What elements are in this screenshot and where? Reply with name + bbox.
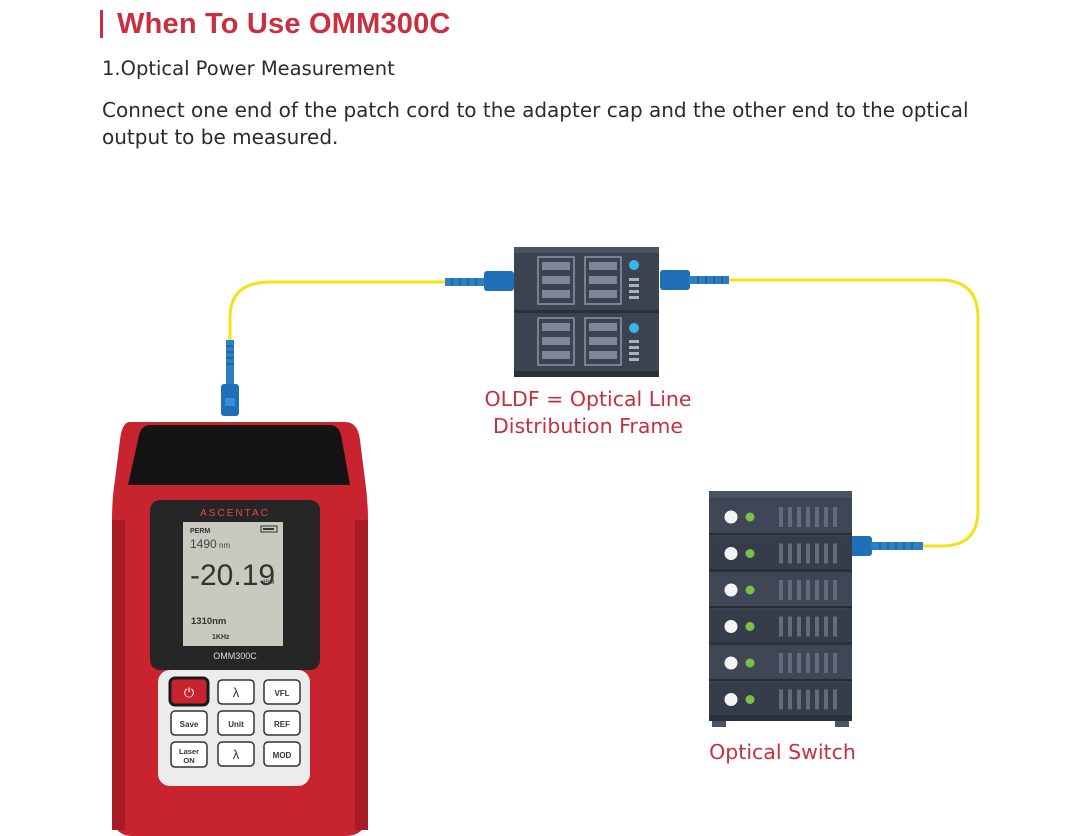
- lcd-wavelength-bottom: 1310nm: [191, 616, 226, 627]
- ref-key: [263, 710, 301, 736]
- lcd-mode: PERM: [190, 528, 210, 535]
- unit-key: [217, 710, 255, 736]
- optical-multimeter-icon: ASCENTAC PERM 1490 nm -20.19 dBM 1310nm …: [112, 422, 368, 836]
- fiber-cable-meter-oldf: [228, 280, 450, 345]
- section-subtitle: 1.Optical Power Measurement: [102, 57, 395, 80]
- section-heading: When To Use OMM300C: [100, 4, 451, 44]
- lcd-modulation: 1KHz: [212, 634, 230, 641]
- meter-brand: ASCENTAC: [200, 508, 270, 519]
- svg-text:Unit: Unit: [228, 720, 244, 729]
- svg-text:REF: REF: [274, 720, 290, 729]
- switch-unit: [709, 536, 852, 572]
- fiber-cable-oldf-switch: [728, 278, 980, 548]
- optical-switch-label: Optical Switch: [709, 740, 856, 764]
- svg-text:λ: λ: [233, 685, 240, 700]
- svg-text:λ: λ: [233, 747, 240, 762]
- svg-text:MOD: MOD: [273, 751, 292, 760]
- save-key: [170, 710, 208, 736]
- oldf-label-line1: OLDF = Optical Line: [484, 387, 692, 411]
- heading-accent-bar: [100, 10, 103, 38]
- fiber-connector-icon: [660, 270, 729, 290]
- fiber-connector-icon: [221, 340, 239, 416]
- lambda-key-2: [217, 741, 255, 767]
- page-title: When To Use OMM300C: [117, 7, 451, 40]
- laser-on-key: [170, 741, 208, 768]
- vfl-key: [263, 679, 301, 705]
- mod-key: [263, 741, 301, 767]
- meter-model: OMM300C: [213, 651, 257, 661]
- svg-text:VFL: VFL: [274, 689, 289, 698]
- lcd-power-unit: dBM: [262, 580, 274, 586]
- oldf-label-line2: Distribution Frame: [493, 414, 683, 438]
- switch-unit: [709, 646, 852, 681]
- oldf-label: OLDF = Optical Line Distribution Frame: [460, 386, 716, 440]
- lcd-power-reading: -20.19: [190, 559, 275, 592]
- svg-text:⏻: ⏻: [184, 685, 194, 700]
- switch-unit: [709, 682, 852, 718]
- meter-keypad: ⏻ λ VFL Save Unit REF Laser ON λ MOD: [168, 676, 301, 768]
- switch-unit: [709, 500, 852, 535]
- fiber-connector-icon: [445, 271, 514, 291]
- oldf-rack-icon: [514, 247, 659, 377]
- svg-text:Laser: Laser: [179, 747, 199, 756]
- fiber-connector-icon: [850, 536, 923, 556]
- switch-unit: [709, 609, 852, 645]
- lcd-wavelength-top-unit: nm: [219, 541, 230, 550]
- power-key: [168, 676, 210, 707]
- lcd-wavelength-top: 1490: [190, 537, 217, 551]
- optical-switch-icon: [709, 491, 852, 727]
- svg-text:Save: Save: [180, 720, 199, 729]
- svg-text:ON: ON: [183, 756, 194, 765]
- lambda-key: [217, 679, 255, 705]
- section-description: Connect one end of the patch cord to the…: [102, 98, 969, 149]
- switch-unit: [709, 573, 852, 608]
